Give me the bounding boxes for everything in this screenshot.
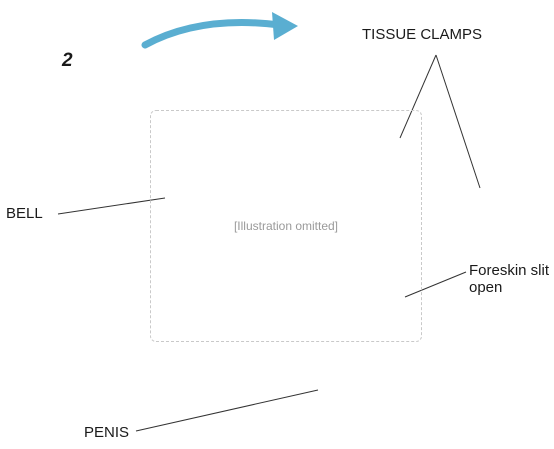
label-bell: BELL — [6, 205, 43, 222]
leader-clamps-right — [436, 55, 480, 188]
illustration-placeholder: [Illustration omitted] — [150, 110, 422, 342]
label-penis: PENIS — [84, 424, 129, 441]
label-tissue-clamps: TISSUE CLAMPS — [362, 26, 482, 43]
leader-bell — [58, 198, 165, 214]
label-foreskin: Foreskin slit open — [469, 262, 553, 296]
rotation-arrow-icon — [145, 23, 280, 46]
step-number: 2 — [62, 50, 73, 72]
rotation-arrowhead-icon — [272, 12, 298, 40]
leader-penis — [136, 390, 318, 431]
